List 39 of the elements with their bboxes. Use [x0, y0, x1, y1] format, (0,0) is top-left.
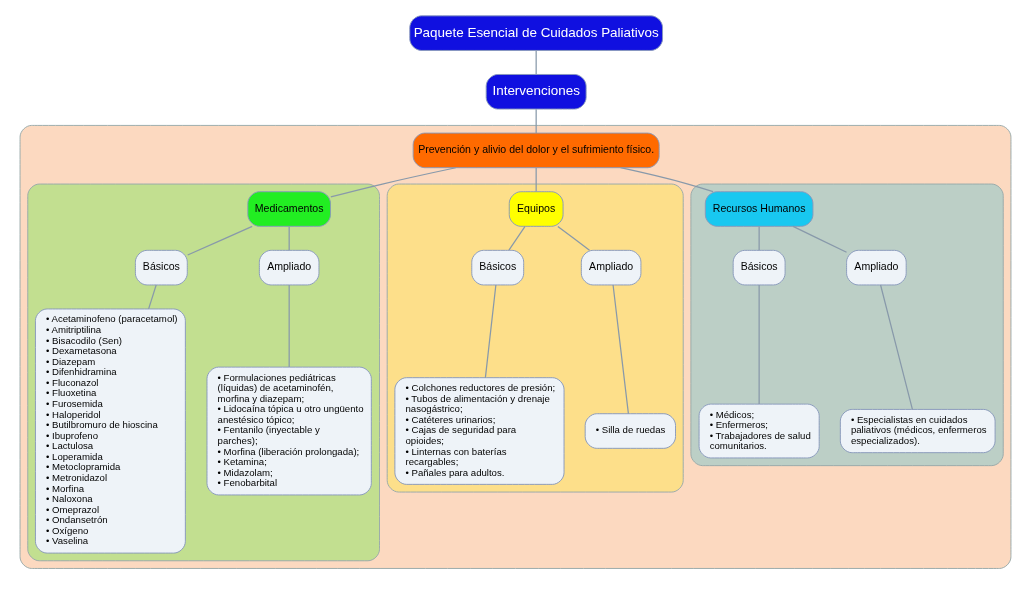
node-box: Prevención y alivio del dolor y el sufrimiento físico. [412, 132, 660, 168]
node-box: Ampliado [580, 249, 642, 285]
cluster [27, 183, 380, 561]
connector [535, 166, 537, 192]
connector [557, 225, 591, 251]
connector [508, 225, 526, 251]
node-box: • Especialistas en cuidados paliativos (médicos, enfermeros especializados). [839, 408, 996, 453]
node-box: Medicamentos [247, 190, 331, 227]
connector [619, 166, 714, 192]
connector [484, 283, 497, 378]
node-box: • Médicos; • Enfermeros; • Trabajadores de salud comunitarios. [698, 403, 820, 458]
node-box: Ampliado [846, 249, 907, 285]
connector [879, 283, 914, 410]
node-box: Básicos [471, 249, 525, 285]
node-box: • Formulaciones pediátricas (líquidas) de acetaminofén, morfina y diazepam; • Lidocaína tópica u otro ungüento anestésico tópico; • Fentanilo (inyectable y parches); • Morfina (liberación prolongada); • Ketamina; • Midazolam; • Fenobarbital [206, 366, 372, 495]
connector [288, 225, 290, 251]
connector [330, 166, 457, 198]
connector [535, 108, 537, 133]
node-box: Paquete Esencial de Cuidados Paliativos [409, 14, 664, 51]
connector [612, 283, 630, 414]
node-box: • Acetaminofeno (paracetamol) • Amitriptilina • Bisacodilo (Sen) • Dexametasona • Diazepam • Difenhidramina • Fluconazol • Fluoxetina • Furosemida • Haloperidol • Butilbromuro de hioscina • Ibuprofeno • Lactulosa • Loperamida • Metoclopramida • Metronidazol • Morfina • Naloxona • Omeprazol • Ondansetrón • Oxígeno • Vaselina [34, 308, 186, 554]
cluster [19, 124, 1012, 569]
connector [148, 283, 157, 309]
node-box: Ampliado [258, 249, 320, 285]
connector [288, 283, 290, 368]
connector [187, 225, 253, 256]
node-box: Equipos [508, 190, 564, 227]
node-box: • Colchones reductores de presión; • Tubos de alimentación y drenaje nasogástrico; • Catéteres urinarios; • Cajas de seguridad para opioides; • Linternas con baterías recargables; • Pañales para adultos. [394, 376, 565, 485]
node-box: Intervenciones [485, 73, 587, 110]
cluster [386, 183, 684, 493]
connector [535, 49, 537, 75]
connector [758, 283, 760, 405]
cluster [690, 183, 1004, 466]
connector [792, 225, 848, 253]
node-box: Recursos Humanos [704, 190, 814, 227]
node-box: • Silla de ruedas [584, 412, 676, 449]
node-box: Básicos [732, 249, 786, 285]
connector [758, 225, 760, 251]
node-box: Básicos [134, 249, 188, 285]
